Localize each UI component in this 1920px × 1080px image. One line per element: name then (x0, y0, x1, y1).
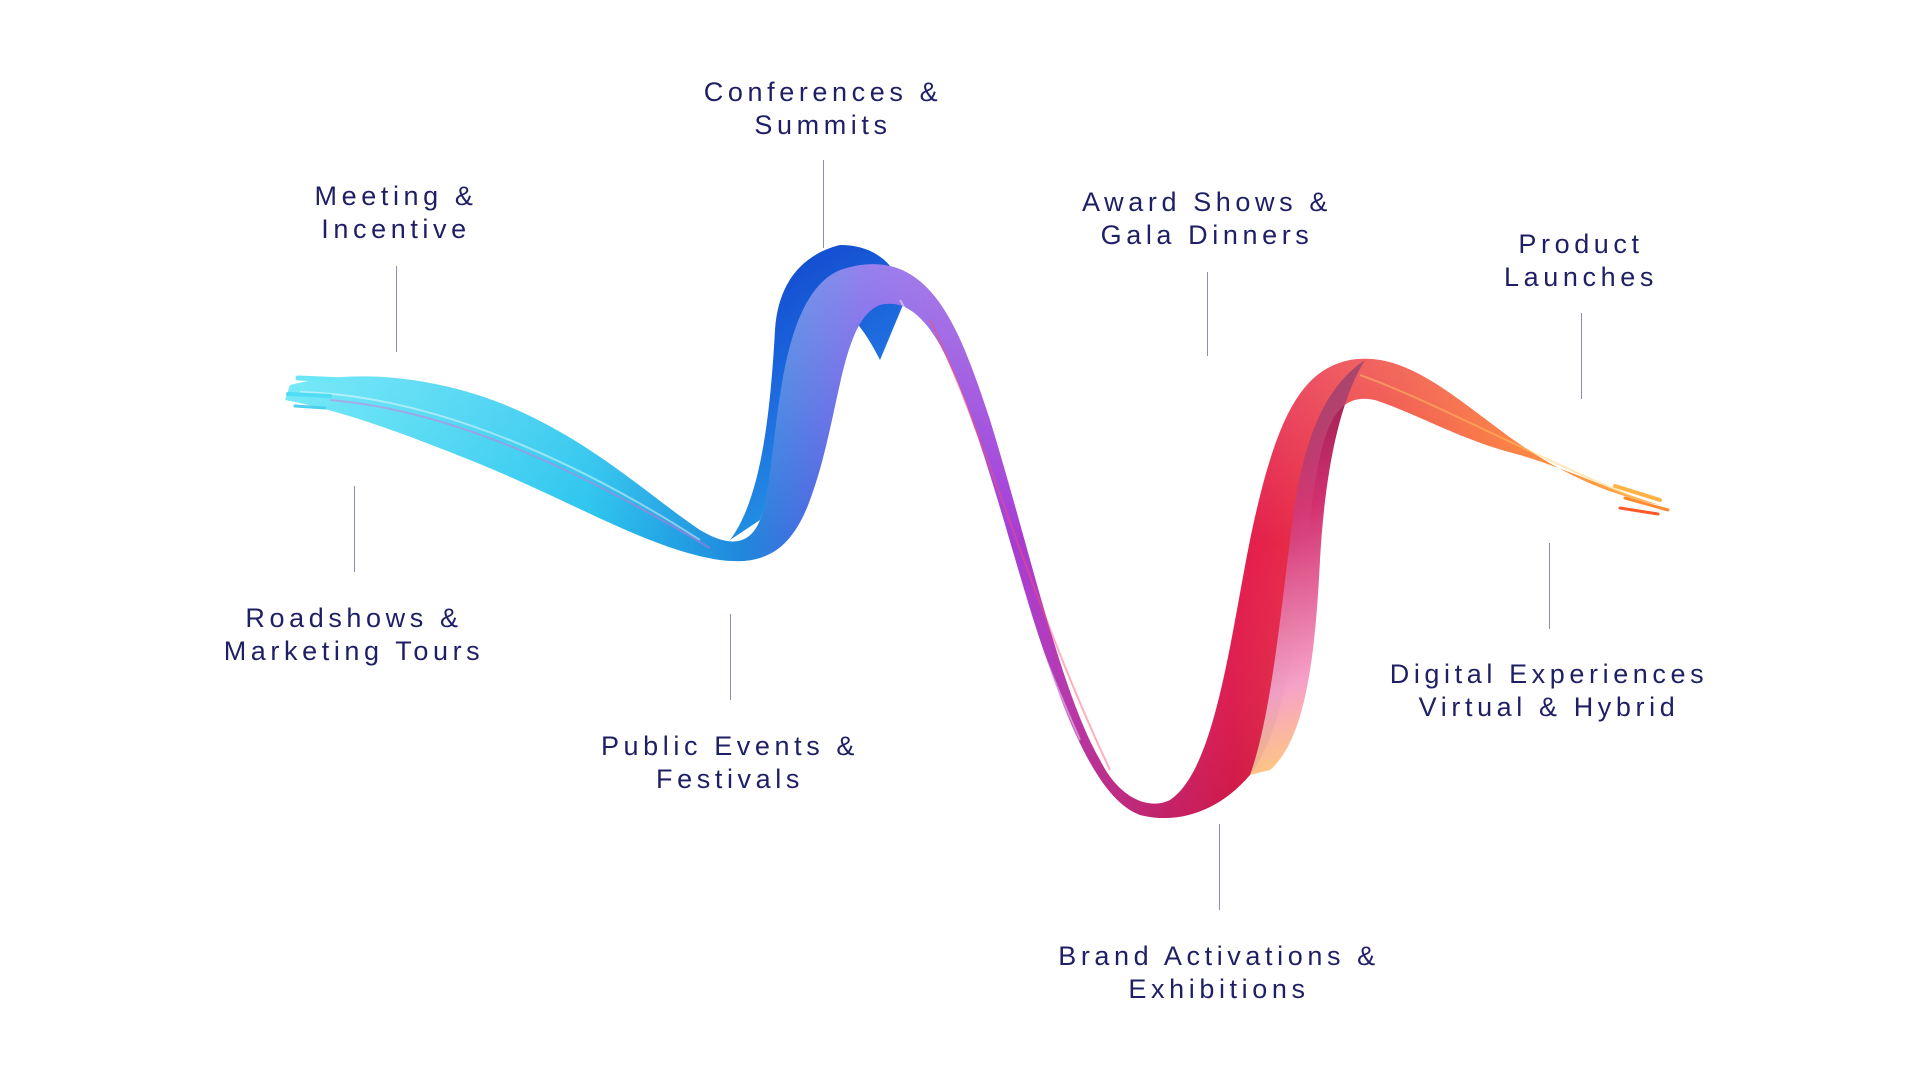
ribbon-sheen (285, 264, 1660, 819)
label-line: Incentive (321, 214, 471, 244)
label-meeting-incentive: Meeting & Incentive (186, 180, 606, 246)
label-line: Digital Experiences (1389, 659, 1709, 689)
connector-award-shows (1207, 272, 1208, 356)
connector-product-launches (1581, 313, 1582, 399)
label-line: Launches (1504, 262, 1658, 292)
label-line: Summits (754, 110, 892, 140)
label-public-events-festivals: Public Events & Festivals (520, 730, 940, 796)
connector-roadshows (354, 486, 355, 572)
connector-digital-experiences (1549, 543, 1550, 629)
label-line: Award Shows & (1082, 187, 1332, 217)
connector-conferences-summits (823, 160, 824, 248)
label-line: Meeting & (314, 181, 478, 211)
label-line: Public Events & (600, 731, 860, 761)
ribbon-band (285, 264, 1660, 819)
label-line: Conferences & (703, 77, 943, 107)
label-line: Gala Dinners (1100, 220, 1314, 250)
ribbon-streaks (299, 299, 1641, 771)
label-line: Virtual & Hybrid (1418, 692, 1680, 722)
label-brand-activations-exhibitions: Brand Activations & Exhibitions (1009, 940, 1429, 1006)
label-roadshows-marketing-tours: Roadshows & Marketing Tours (144, 602, 564, 668)
label-line: Product (1518, 229, 1644, 259)
ribbon-bristles (286, 375, 1670, 516)
label-digital-experiences: Digital Experiences Virtual & Hybrid (1339, 658, 1759, 724)
label-product-launches: Product Launches (1371, 228, 1791, 294)
label-line: Roadshows & (245, 603, 463, 633)
label-award-shows-gala-dinners: Award Shows & Gala Dinners (997, 186, 1417, 252)
label-line: Festivals (656, 764, 804, 794)
connector-meeting-incentive (396, 266, 397, 352)
connector-public-events (730, 614, 731, 700)
connector-brand-activations (1219, 824, 1220, 910)
label-line: Brand Activations & (1058, 941, 1380, 971)
label-line: Marketing Tours (223, 636, 485, 666)
label-conferences-summits: Conferences & Summits (613, 76, 1033, 142)
label-line: Exhibitions (1128, 974, 1310, 1004)
